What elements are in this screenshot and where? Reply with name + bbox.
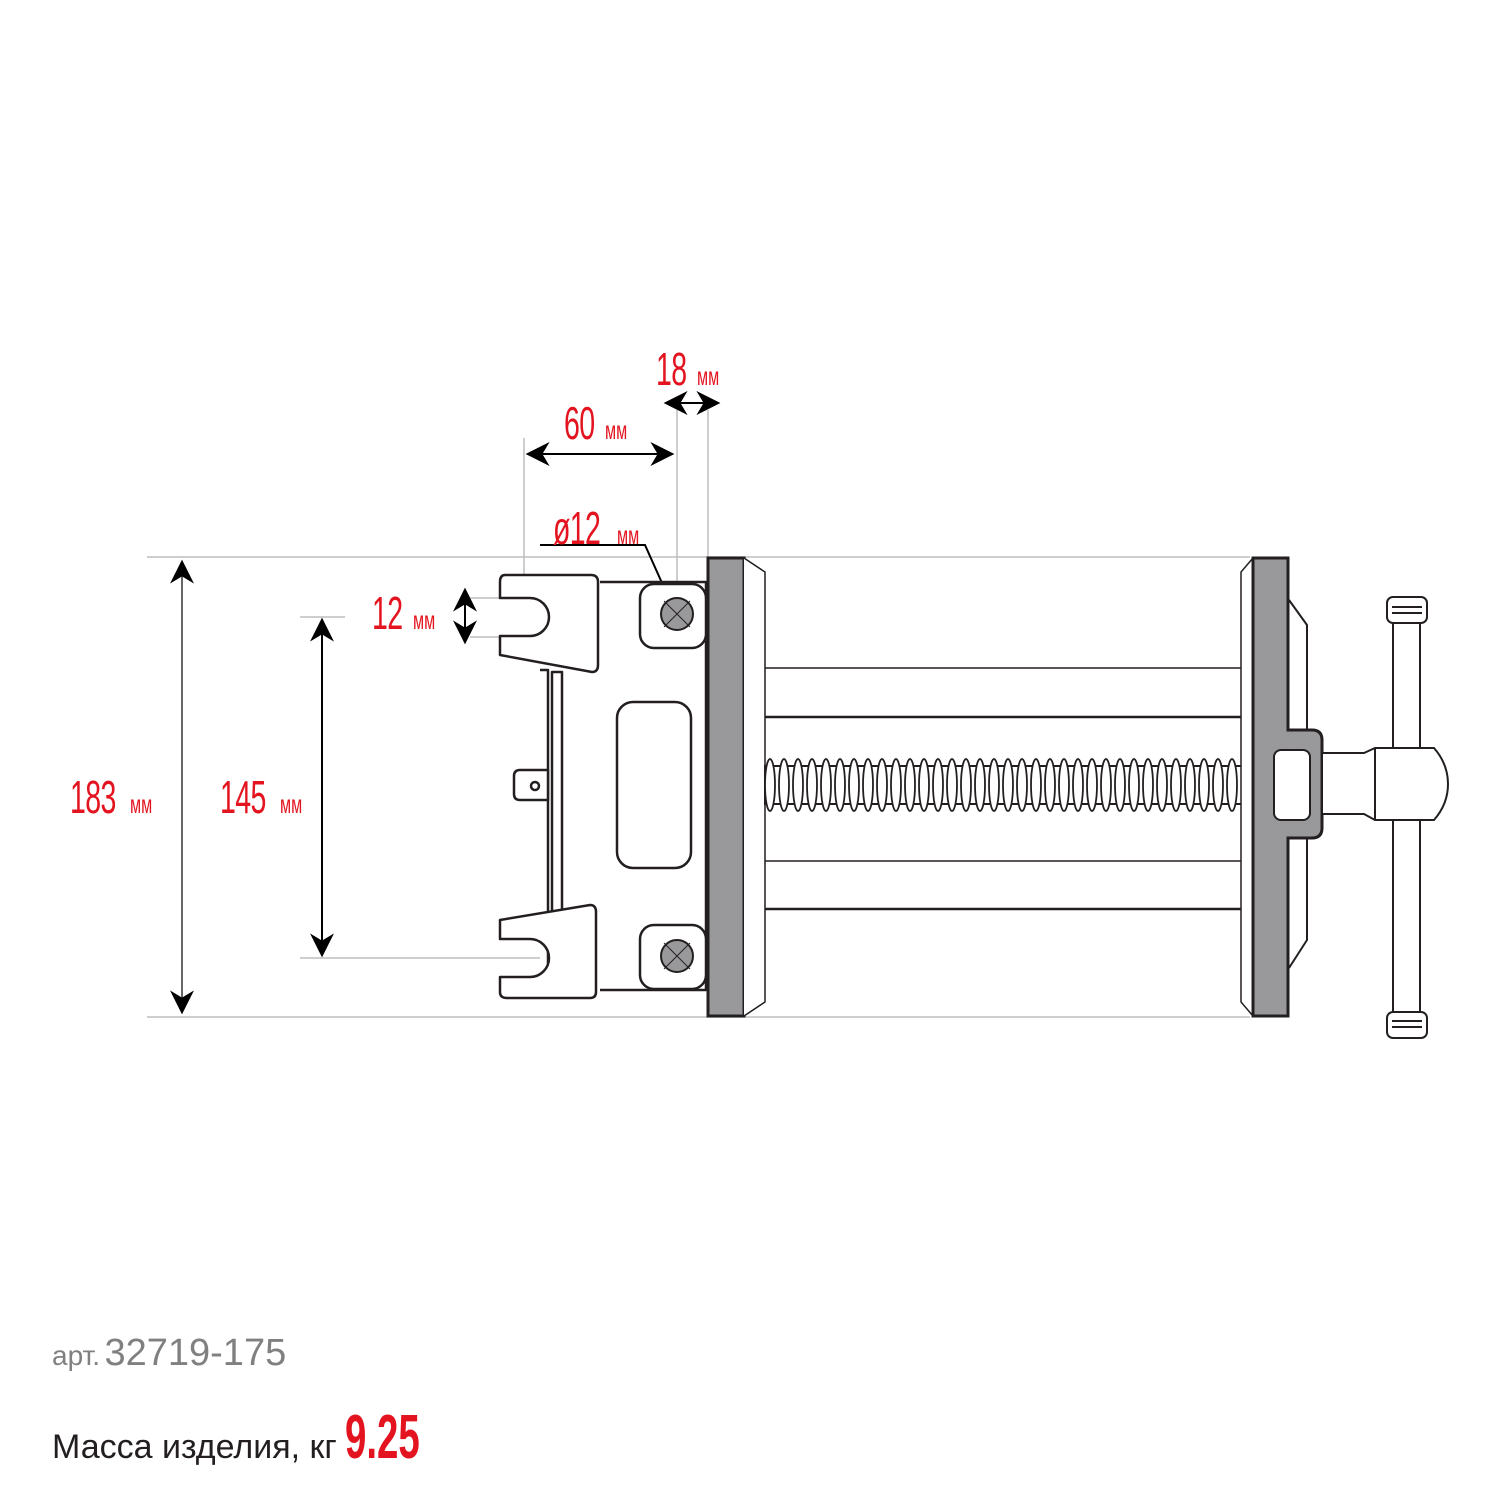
dim-jaw-thickness-unit: мм: [697, 361, 720, 391]
mass-label: Масса изделия, кг: [52, 1428, 337, 1466]
dimension-arrows: [170, 391, 721, 1015]
dim-mount-depth-unit: мм: [605, 415, 628, 445]
extension-lines: [147, 410, 1250, 1018]
dim-overall-height-value: 183: [70, 771, 116, 823]
fixed-jaw: [706, 556, 766, 1018]
dim-jaw-thickness: 18 мм: [656, 346, 733, 392]
t-handle[interactable]: [1321, 596, 1450, 1039]
dim-jaw-thickness-value: 18: [656, 343, 687, 395]
dim-hole-diameter-value: ø12: [553, 502, 601, 554]
dim-slot-width-unit: мм: [413, 605, 436, 635]
dim-overall-height: 183 мм: [70, 774, 166, 820]
dim-hole-diameter: ø12 мм: [553, 505, 653, 551]
dim-slot-width-value: 12: [372, 587, 403, 639]
lead-screw: [764, 758, 1243, 812]
article-number: арт. 32719-175: [52, 1332, 286, 1375]
mass-value: 9.25: [344, 1403, 420, 1472]
dim-overall-height-unit: мм: [129, 789, 152, 819]
article-prefix: арт.: [52, 1340, 101, 1371]
dim-mount-depth: 60 мм: [564, 400, 641, 446]
movable-jaw: [1240, 556, 1324, 1018]
dim-mount-spacing-value: 145: [220, 771, 266, 823]
dim-mount-spacing: 145 мм: [220, 774, 316, 820]
mounting-holes: [660, 597, 694, 973]
mounting-bracket: [498, 573, 708, 1000]
dim-mount-depth-value: 60: [564, 397, 595, 449]
article-code: 32719-175: [104, 1332, 287, 1374]
dim-slot-width: 12 мм: [372, 590, 449, 636]
dim-mount-spacing-unit: мм: [279, 789, 302, 819]
dim-hole-diameter-unit: мм: [617, 520, 640, 550]
guide-rods: [765, 667, 1242, 911]
product-mass: Масса изделия, кг 9.25: [52, 1402, 466, 1473]
